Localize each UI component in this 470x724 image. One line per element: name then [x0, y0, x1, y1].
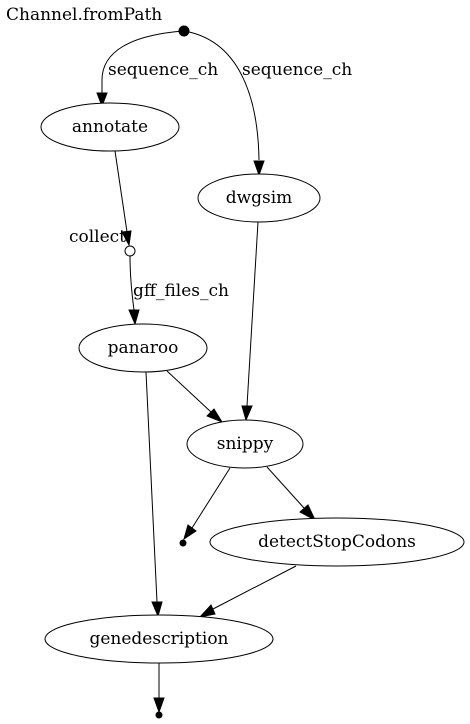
node-dwgsim[interactable]: dwgsim [197, 173, 321, 223]
node-snippy[interactable]: snippy [186, 419, 304, 469]
arrowhead [253, 160, 265, 177]
arrowhead [198, 604, 216, 618]
edge-snippy-to-sink [183, 467, 231, 541]
collect-label: collect [69, 227, 126, 247]
edge-panaroo-to-snippy [166, 370, 224, 424]
arrowhead [241, 405, 253, 422]
arrowhead [128, 309, 140, 326]
node-annotate-label: annotate [72, 117, 148, 137]
edge-source-to-annotate [96, 30, 185, 108]
node-detectstopcodons[interactable]: detectStopCodons [209, 517, 465, 567]
node-dwgsim-label: dwgsim [226, 188, 293, 208]
edge-genedescription-to-sink [153, 663, 165, 714]
edge-snippy-to-detectstopcodons [266, 466, 317, 522]
edge-detectstopcodons-to-genedescription [198, 565, 297, 618]
collect-point [124, 245, 136, 257]
edge-label-sequence-left: sequence_ch [108, 60, 218, 80]
node-annotate[interactable]: annotate [40, 102, 180, 152]
arrowhead [299, 504, 317, 522]
node-panaroo[interactable]: panaroo [78, 323, 208, 373]
snippy-sink-point [179, 539, 187, 547]
node-panaroo-label: panaroo [108, 338, 179, 358]
arrowhead [151, 601, 163, 618]
edge-dwgsim-to-snippy [241, 221, 259, 422]
node-genedescription-label: genedescription [89, 629, 228, 649]
edge-label-gff-files: gff_files_ch [133, 281, 229, 301]
edge-label-sequence-right: sequence_ch [242, 60, 352, 80]
edge-panaroo-to-genedescription [145, 371, 163, 618]
arrowhead [121, 230, 132, 247]
final-sink-point [155, 711, 163, 719]
arrowhead [183, 524, 197, 541]
arrowhead [96, 92, 108, 108]
node-snippy-label: snippy [217, 434, 274, 454]
source-channel-label: Channel.fromPath [6, 5, 162, 25]
edge-source-to-dwgsim [183, 30, 265, 177]
edge-collect-to-panaroo [128, 255, 140, 326]
edge-annotate-to-collect [114, 150, 132, 247]
arrowhead [153, 697, 165, 714]
node-genedescription[interactable]: genedescription [44, 614, 274, 664]
arrowhead [206, 408, 224, 424]
node-detectstopcodons-label: detectStopCodons [258, 532, 416, 552]
